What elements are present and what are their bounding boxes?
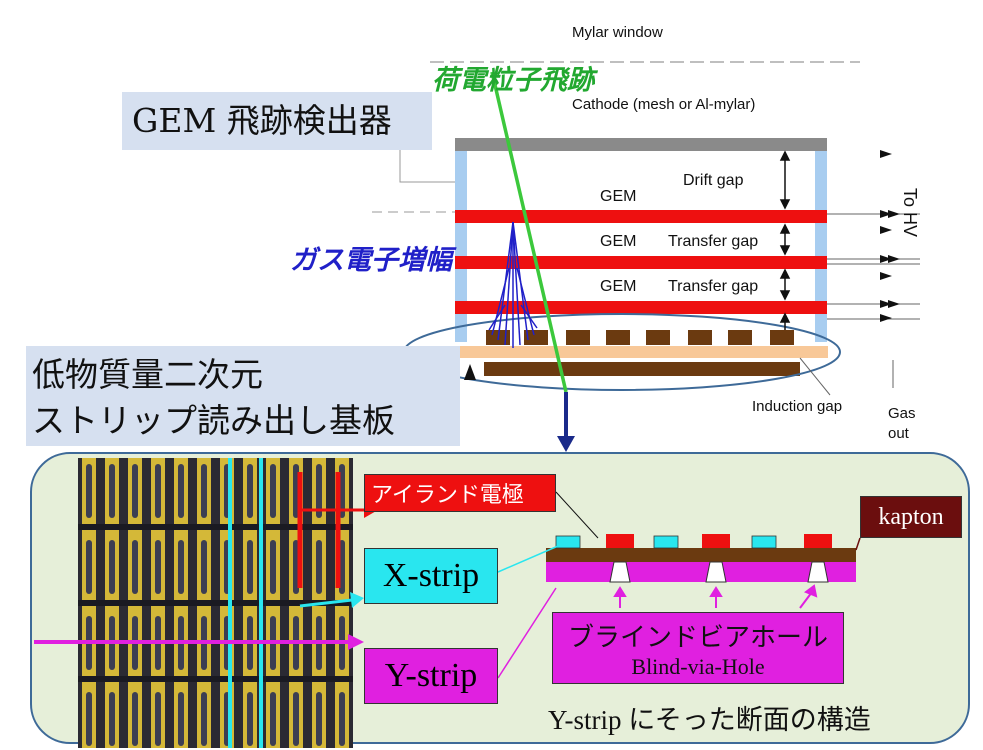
cross-section-title: Y-strip にそった断面の構造 (548, 705, 871, 735)
y-strip-label: Y-strip (364, 648, 498, 704)
charged-track-line (490, 71, 568, 393)
transfer-gap-label-2: Transfer gap (668, 278, 759, 295)
gem-foil-2 (455, 256, 827, 269)
strip-photo-graphic (78, 458, 353, 748)
gas-amplification-label: ガス電子増幅 (290, 245, 452, 276)
x-strip-label: X-strip (364, 548, 498, 604)
mylar-window-label: Mylar window (572, 24, 663, 41)
island-electrode-label: アイランド電極 (364, 474, 556, 512)
blind-via-hole-jp: ブラインドビアホール (567, 622, 828, 653)
hv-lines (827, 213, 920, 320)
cathode-label: Cathode (mesh or Al-mylar) (572, 96, 756, 113)
left-wall (455, 150, 467, 342)
strip-board-title: 低物質量二次元 ストリップ読み出し基板 (26, 346, 460, 446)
gem-label-3: GEM (600, 278, 637, 295)
right-wall (815, 150, 827, 342)
gem-foil-1 (455, 210, 827, 223)
cathode-plate (455, 138, 827, 151)
blind-via-hole-en: Blind-via-Hole (631, 653, 765, 679)
kapton-label: kapton (860, 496, 962, 538)
strip-board-title-line1: 低物質量二次元 (32, 355, 263, 394)
down-arrow (557, 436, 575, 452)
induction-gap-label: Induction gap (752, 398, 843, 415)
strip-board-title-line2: ストリップ読み出し基板 (32, 401, 395, 440)
gem-schematic (372, 61, 920, 452)
transfer-gap-label-1: Transfer gap (668, 233, 759, 250)
readout-base (458, 346, 828, 358)
blind-via-hole-label: ブラインドビアホール Blind-via-Hole (552, 612, 844, 684)
gap-arrows (779, 150, 791, 330)
gas-out-label: Gas out (888, 405, 916, 442)
gas-avalanche (488, 221, 538, 348)
induction-leader (799, 357, 831, 396)
strip-photo (78, 458, 353, 748)
gem-label-2: GEM (600, 233, 637, 250)
drift-gap-label: Drift gap (683, 172, 744, 189)
hv-arrowheads (880, 150, 900, 322)
readout-pads (486, 330, 794, 345)
charged-track-label: 荷電粒子飛跡 (432, 65, 594, 96)
gem-label-1: GEM (600, 188, 637, 205)
gem-detector-title: GEM 飛跡検出器 (122, 92, 432, 150)
